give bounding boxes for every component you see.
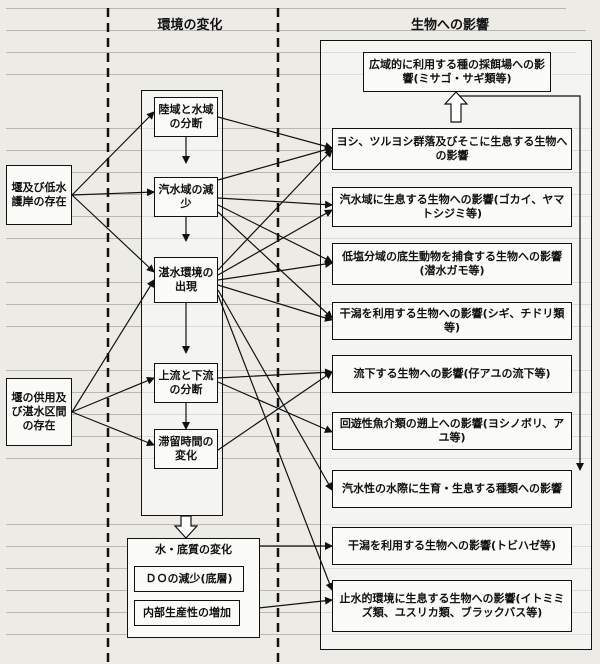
env-land-water-split: 陸域と水域の分断 bbox=[154, 97, 218, 137]
env-retention-change: 滞留時間の変化 bbox=[154, 429, 218, 469]
impact-tidal-flat-goby: 干潟を利用する生物への影響(トビハゼ等) bbox=[332, 527, 572, 565]
impact-reed-community: ヨシ、ツルヨシ群落及びそこに生息する生物への影響 bbox=[332, 128, 572, 170]
env-do-decrease: ＤＯの減少(底層) bbox=[134, 566, 244, 592]
impact-brackish-species: 汽水域に生息する生物への影響(ゴカイ、ヤマトシジミ等) bbox=[332, 187, 572, 227]
hollow-arrow-up bbox=[443, 91, 469, 123]
cause-weir-storage: 堰の供用及び湛水区間の存在 bbox=[6, 378, 72, 446]
env-impound-emerge: 湛水環境の出現 bbox=[154, 257, 218, 303]
hollow-arrow-down bbox=[173, 515, 199, 539]
impact-low-salinity-benthos: 低塩分域の底生動物を捕食する生物への影響(潜水ガモ等) bbox=[332, 243, 572, 285]
impact-still-water-species: 止水的環境に生息する生物への影響(イトミミズ類、ユスリカ類、ブラックバス等) bbox=[332, 580, 572, 632]
header-bio-impact: 生物への影響 bbox=[410, 18, 489, 33]
env-internal-production: 内部生産性の増加 bbox=[134, 600, 240, 626]
impact-migratory-fish: 回遊性魚介類の遡上への影響(ヨシノボリ、アユ等) bbox=[332, 412, 572, 450]
impact-tidal-flat-birds: 干潟を利用する生物への影響(シギ、チドリ類等) bbox=[332, 302, 572, 340]
env-brackish-decrease: 汽水域の減少 bbox=[154, 177, 218, 217]
impact-brackish-waterside: 汽水性の水際に生育・生息する種類への影響 bbox=[332, 470, 572, 508]
impact-downstream-flow: 流下する生物への影響(仔アユの流下等) bbox=[332, 355, 572, 393]
cause-weir-revetment: 堰及び低水護岸の存在 bbox=[6, 165, 72, 225]
header-env-change: 環境の変化 bbox=[157, 18, 223, 33]
impact-wide-feeding: 広域的に利用する種の採餌場への影響(ミサゴ・サギ類等) bbox=[363, 52, 551, 92]
env-up-down-split: 上流と下流の分断 bbox=[154, 363, 218, 403]
